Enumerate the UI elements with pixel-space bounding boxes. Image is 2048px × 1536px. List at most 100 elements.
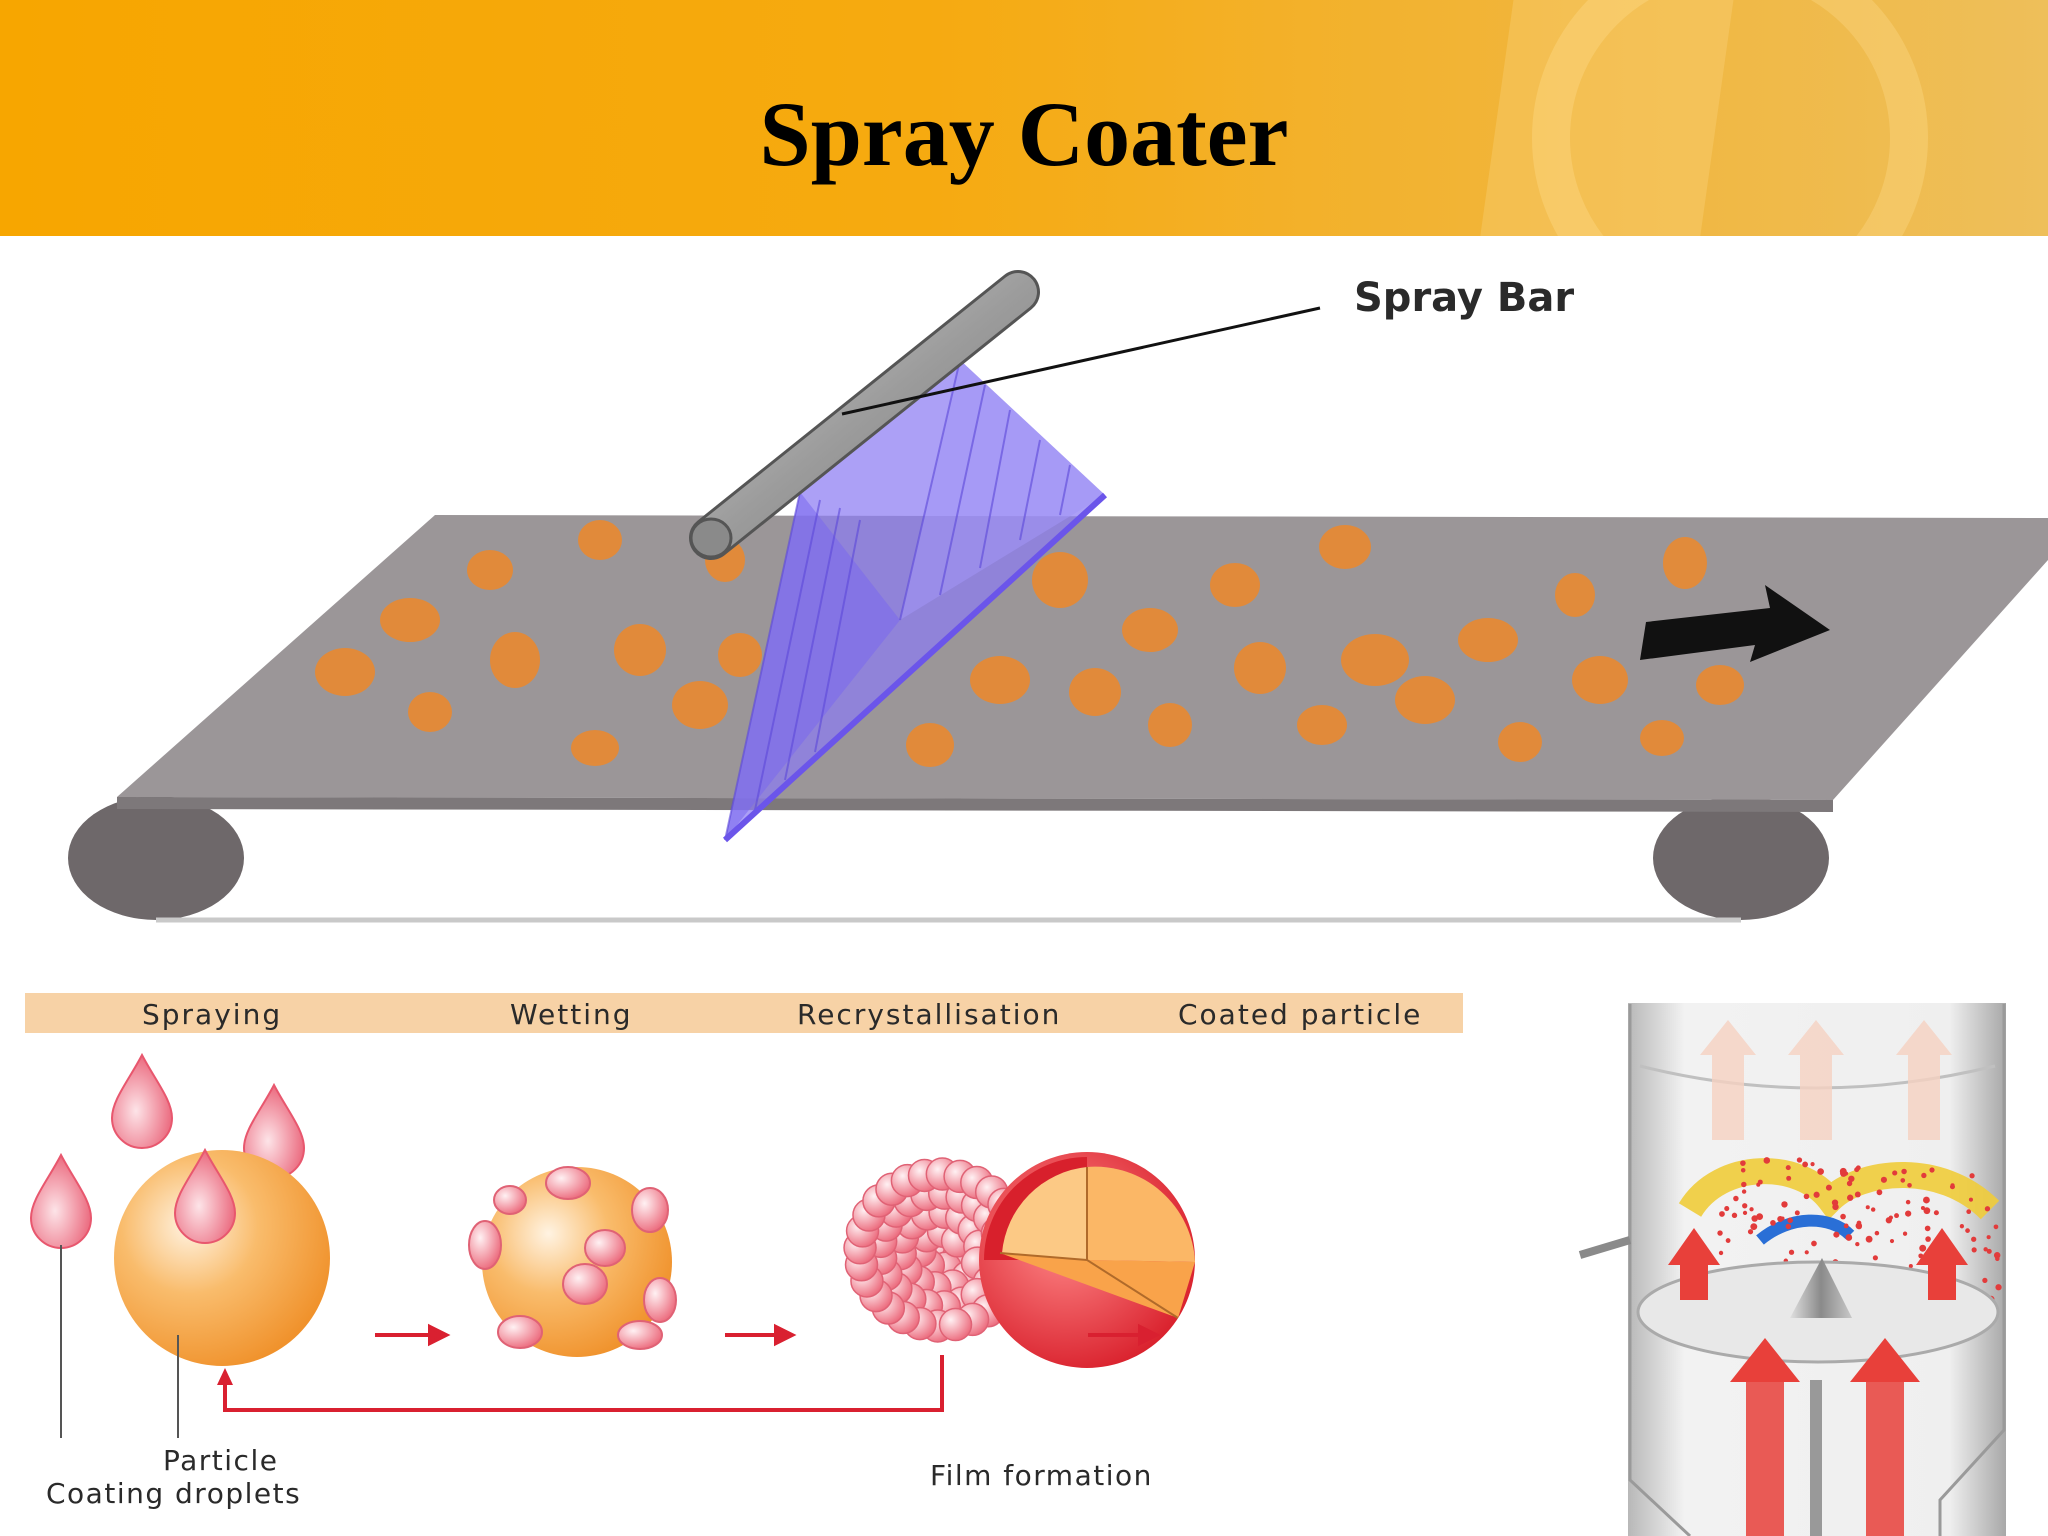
spray-dot	[1894, 1213, 1899, 1219]
stage-spraying: Spraying	[142, 998, 283, 1031]
stage-coated-particle: Coated particle	[1178, 998, 1423, 1031]
spray-dot	[1986, 1248, 1992, 1254]
spray-dot	[1780, 1216, 1785, 1221]
coated-particle	[979, 1152, 1195, 1368]
fluid-bed-illustration	[1578, 1003, 2006, 1536]
spray-dot	[1876, 1189, 1883, 1196]
spray-dot	[1833, 1231, 1840, 1238]
spray-dot	[1854, 1167, 1860, 1173]
spray-dot	[1733, 1195, 1739, 1202]
spray-dot	[1908, 1264, 1913, 1269]
belt-edge	[117, 797, 1833, 812]
left-roller	[68, 796, 244, 920]
spray-dot	[1741, 1181, 1747, 1188]
spray-dot	[1971, 1247, 1977, 1253]
spray-dot	[1923, 1207, 1931, 1215]
spray-dot	[1892, 1170, 1898, 1176]
spray-dot	[1725, 1238, 1731, 1243]
spray-dot	[1880, 1176, 1887, 1183]
spray-dot	[1749, 1207, 1754, 1212]
spray-dot	[1888, 1215, 1893, 1220]
recrystallising-particle	[843, 1157, 1037, 1343]
spray-dot	[1925, 1236, 1931, 1242]
spray-dot	[1902, 1231, 1908, 1236]
spray-dot	[1966, 1209, 1972, 1215]
stage-wetting: Wetting	[510, 998, 633, 1031]
spray-dot	[1741, 1189, 1747, 1194]
film-formation-arrow	[217, 1355, 944, 1412]
spray-dot	[1971, 1236, 1977, 1242]
crystal-bead	[938, 1307, 973, 1342]
spray-bar	[689, 270, 1040, 560]
spray-dot	[1781, 1201, 1788, 1208]
spray-dot	[1924, 1225, 1931, 1232]
spray-dot	[1846, 1180, 1853, 1187]
spray-dot	[1933, 1210, 1939, 1216]
spray-dot	[1870, 1207, 1876, 1212]
spray-dot	[1847, 1194, 1854, 1201]
spray-dot	[1763, 1157, 1771, 1164]
spray-dot	[1731, 1212, 1738, 1219]
stage-recrystallisation: Recrystallisation	[797, 998, 1062, 1031]
spray-dot	[1854, 1191, 1861, 1198]
spray-dot	[1719, 1211, 1725, 1217]
spray-dot	[1724, 1206, 1730, 1212]
spray-dot	[1717, 1230, 1723, 1236]
process-arrows	[375, 1323, 1161, 1347]
spray-dot	[1920, 1205, 1926, 1211]
coating-droplets-label: Coating droplets	[46, 1477, 302, 1510]
spray-dot	[1770, 1220, 1776, 1226]
film-formation-label: Film formation	[930, 1459, 1153, 1492]
spray-dot	[1995, 1284, 2002, 1291]
spray-dot	[1856, 1223, 1862, 1230]
wetting-particle	[468, 1166, 677, 1357]
spray-dot	[1813, 1191, 1820, 1198]
spray-dot	[1740, 1160, 1746, 1166]
spray-dot	[1788, 1249, 1795, 1255]
spray-dot	[1919, 1244, 1927, 1252]
spray-dot	[1905, 1199, 1911, 1205]
spray-dot	[1848, 1175, 1855, 1182]
spray-dot	[1959, 1224, 1965, 1229]
coating-droplets	[29, 1052, 306, 1249]
spray-dot	[1840, 1213, 1846, 1220]
spray-dot	[1984, 1206, 1991, 1212]
spray-bar-label: Spray Bar	[1354, 275, 1575, 321]
spray-dot	[1843, 1223, 1849, 1229]
granules	[315, 520, 1744, 767]
spray-dot	[1742, 1210, 1748, 1216]
spray-dot	[1845, 1234, 1853, 1241]
spray-dot	[1889, 1238, 1895, 1244]
spray-dot	[1929, 1167, 1935, 1173]
spray-dot	[1832, 1203, 1839, 1211]
spray-dot	[1718, 1250, 1724, 1256]
right-roller	[1653, 796, 1829, 920]
spray-dot	[1905, 1210, 1912, 1217]
stage-header-band	[25, 993, 1463, 1033]
spray-dot	[1750, 1223, 1758, 1231]
spray-dot	[1785, 1223, 1792, 1230]
spray-dot	[1965, 1228, 1970, 1233]
spray-dot	[1802, 1161, 1809, 1168]
spray-fan	[722, 359, 1108, 843]
spray-dot	[1968, 1197, 1973, 1202]
spray-dot	[1794, 1210, 1800, 1216]
spray-dot	[1786, 1175, 1792, 1181]
spray-dot	[1757, 1179, 1763, 1185]
spray-dot	[1872, 1255, 1878, 1261]
spray-dot	[1785, 1165, 1791, 1171]
slide-title: Spray Coater	[759, 83, 1289, 185]
direction-arrow	[1640, 585, 1830, 662]
spray-dot	[1817, 1168, 1824, 1175]
spray-dot	[1900, 1178, 1906, 1183]
spray-dot	[1804, 1250, 1809, 1255]
spray-dot	[1993, 1252, 2001, 1259]
spray-dot	[1756, 1213, 1764, 1221]
spray-dot	[1901, 1168, 1907, 1175]
spray-dot	[1855, 1241, 1860, 1247]
spray-dot	[1865, 1235, 1873, 1243]
spray-dot	[1742, 1203, 1748, 1209]
particle	[114, 1150, 330, 1366]
spray-dot	[1803, 1193, 1810, 1200]
